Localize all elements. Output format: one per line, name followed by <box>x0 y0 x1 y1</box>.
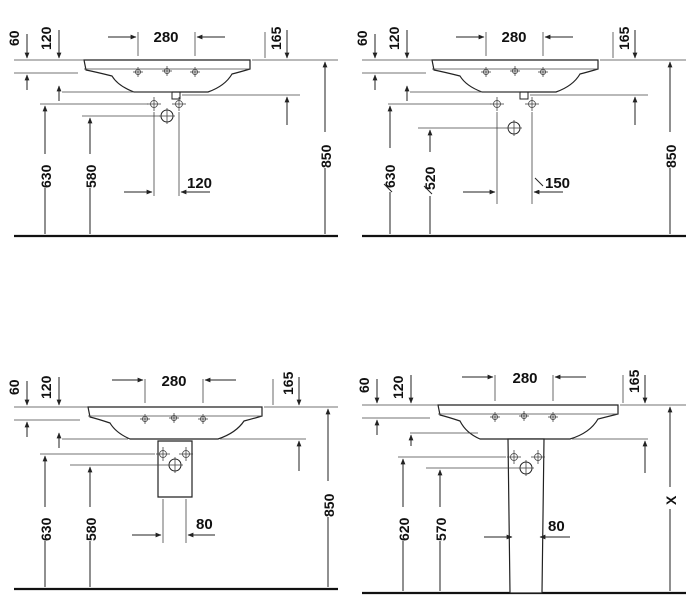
dim-height-x: X <box>663 495 679 505</box>
dim-height-850: 850 <box>321 493 337 517</box>
dim-rim-60: 60 <box>6 30 22 46</box>
dim-bottom-120: 120 <box>187 175 212 192</box>
dim-rim-120: 120 <box>38 375 54 399</box>
tap-holes <box>490 411 558 422</box>
supply-connections <box>147 97 186 124</box>
dim-bottom-150: 150 <box>545 175 570 192</box>
dim-height-580: 580 <box>83 517 99 541</box>
dim-bottom-80: 80 <box>196 516 213 533</box>
tap-holes <box>140 413 208 424</box>
dim-height-520: 520 <box>422 166 438 190</box>
dim-rim-120: 120 <box>38 26 54 50</box>
dim-rim-120: 120 <box>390 375 406 399</box>
dim-depth-165: 165 <box>616 26 632 50</box>
basin-outline <box>437 404 619 440</box>
dim-top-spacing: 280 <box>161 373 186 390</box>
tap-holes <box>133 66 200 77</box>
drawing-with-semi-pedestal: 280 60 120 165 630 580 850 80 <box>6 371 338 591</box>
dim-top-spacing: 280 <box>153 29 178 46</box>
dim-top-spacing: 280 <box>501 29 526 46</box>
dim-rim-60: 60 <box>354 30 370 46</box>
pedestal <box>507 438 545 594</box>
supply-connections <box>156 447 193 473</box>
basin-outline <box>87 406 263 440</box>
dim-height-630: 630 <box>382 164 398 188</box>
drawing-wall-mounted: 280 60 120 165 630 580 850 120 <box>6 26 338 238</box>
dim-rim-60: 60 <box>356 377 372 393</box>
dim-height-620: 620 <box>396 517 412 541</box>
dim-height-630: 630 <box>38 517 54 541</box>
drawing-with-pedestal: 280 60 120 165 620 570 X 80 <box>356 369 686 595</box>
dim-depth-165: 165 <box>280 371 296 395</box>
dim-height-850: 850 <box>663 144 679 168</box>
drawing-wall-mounted-alt: 280 60 120 165 630 520 850 150 <box>354 26 686 238</box>
dim-depth-165: 165 <box>268 26 284 50</box>
supply-connections <box>490 97 539 136</box>
dim-depth-165: 165 <box>626 369 642 393</box>
dim-height-580: 580 <box>83 164 99 188</box>
dim-height-630: 630 <box>38 164 54 188</box>
tap-holes <box>481 66 548 77</box>
dim-height-850: 850 <box>318 144 334 168</box>
dim-bottom-80: 80 <box>548 518 565 535</box>
dim-height-570: 570 <box>433 517 449 541</box>
supply-connections <box>507 450 545 476</box>
dim-rim-60: 60 <box>6 379 22 395</box>
dim-top-spacing: 280 <box>512 370 537 387</box>
dim-rim-120: 120 <box>386 26 402 50</box>
